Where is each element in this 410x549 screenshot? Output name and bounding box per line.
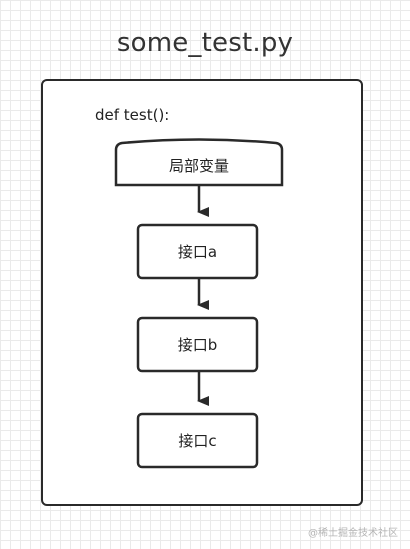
node-shape-interface-a xyxy=(136,223,259,280)
node-label-interface-a: 接口a xyxy=(177,243,218,261)
function-signature: def test(): xyxy=(95,106,170,124)
node-label-interface-c: 接口c xyxy=(178,432,217,450)
node-shape-interface-b xyxy=(136,316,259,373)
node-label-interface-b: 接口b xyxy=(177,336,218,354)
file-title: some_test.py xyxy=(116,28,294,58)
node-shape-interface-c xyxy=(136,412,259,469)
watermark: @稀土掘金技术社区 xyxy=(308,528,398,539)
node-label-local-vars: 局部变量 xyxy=(168,156,229,175)
node-shape-local-vars xyxy=(114,138,284,187)
